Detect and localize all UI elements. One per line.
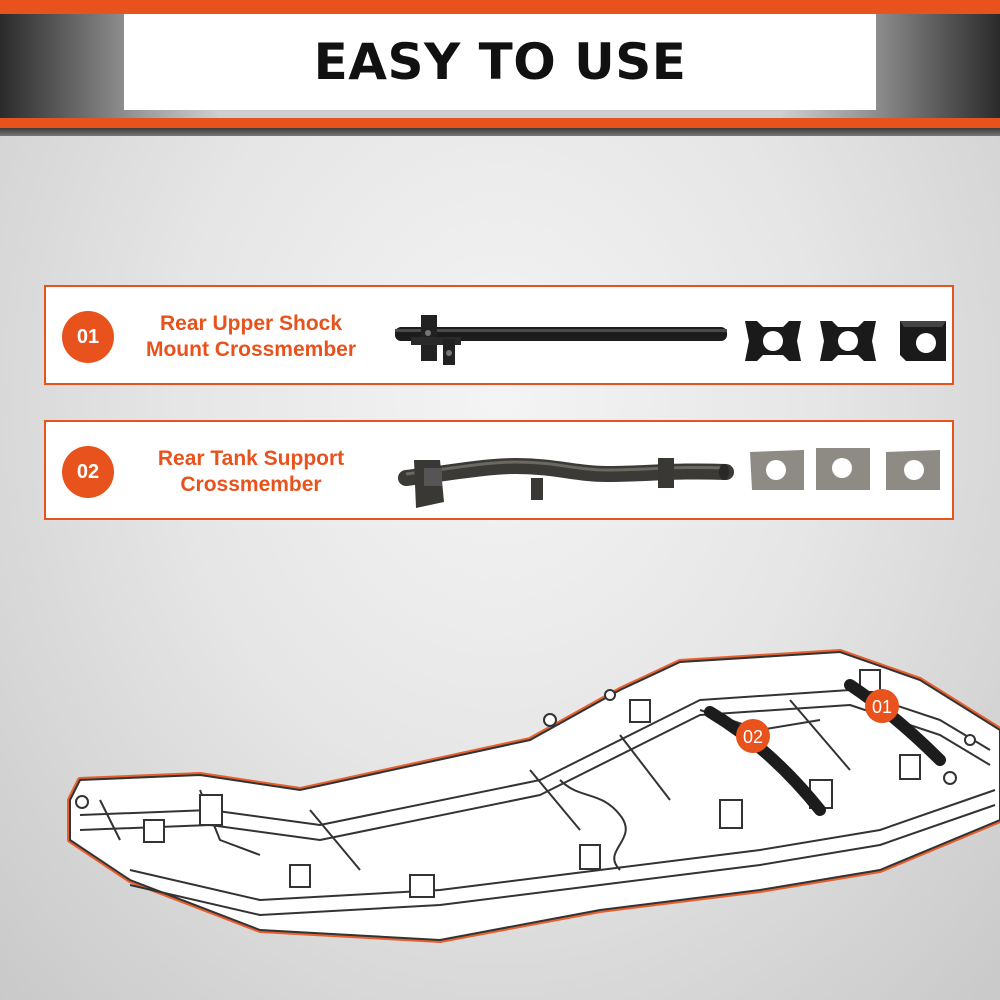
shock-mount-plate-image (900, 321, 946, 361)
item-label-line1: Rear Tank Support (157, 447, 345, 470)
item-row-2: 02 Rear Tank Support Crossmember (44, 420, 954, 520)
tank-crossmember-pipe-image (398, 457, 734, 508)
diagram-marker-02-label: 02 (743, 727, 763, 747)
tank-support-plate-image (750, 450, 804, 490)
truck-frame-diagram: 02 01 (67, 649, 1000, 943)
diagram-marker-01-label: 01 (872, 697, 892, 717)
crossmember-01-highlight (844, 679, 946, 766)
item-label: Rear Tank Support Crossmember (126, 440, 376, 504)
item-row-1: 01 Rear Upper Shock Mount Crossmember (44, 285, 954, 385)
item-label-line1: Rear Upper Shock (159, 312, 343, 335)
tank-support-plate-image (816, 448, 870, 490)
diagram-marker-01 (865, 689, 899, 723)
page-title: EASY TO USE (313, 33, 687, 91)
header-dark-stripe (0, 128, 1000, 136)
shock-mount-bracket-image (745, 321, 801, 361)
header-orange-stripe-bottom (0, 118, 1000, 130)
shock-crossmember-bar-image (395, 315, 727, 365)
item-label-line2: Crossmember (180, 473, 322, 496)
diagram-marker-02 (736, 719, 770, 753)
item-label: Rear Upper Shock Mount Crossmember (126, 305, 376, 369)
header-title-box: EASY TO USE (124, 14, 876, 110)
tank-support-plate-image (886, 450, 940, 490)
header-orange-stripe-top (0, 0, 1000, 14)
item-label-line2: Mount Crossmember (145, 338, 357, 361)
item-number-badge: 02 (62, 446, 114, 498)
item-number-badge: 01 (62, 311, 114, 363)
shock-mount-bracket-image (820, 321, 876, 361)
